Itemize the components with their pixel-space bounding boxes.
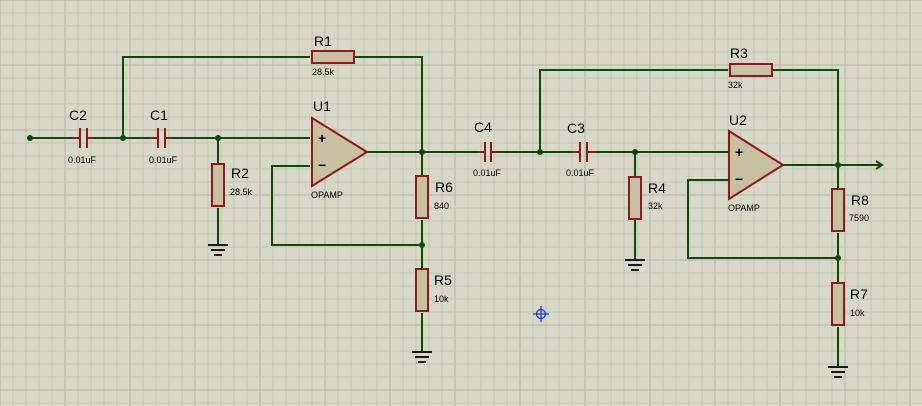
- capacitor-c2[interactable]: C2 0.01uF: [68, 107, 97, 165]
- resistor-r4[interactable]: R4 32k: [628, 176, 666, 220]
- r8-value: 7590: [849, 213, 869, 223]
- c3-value: 0.01uF: [566, 168, 595, 178]
- c1-ref: C1: [150, 107, 168, 123]
- resistor-r7[interactable]: R7 10k: [831, 282, 868, 326]
- resistor-r3[interactable]: R3 32k: [728, 45, 773, 90]
- r2-value: 28.5k: [230, 187, 253, 197]
- r4-ref: R4: [648, 180, 666, 196]
- r8-ref: R8: [851, 192, 869, 208]
- r1-ref: R1: [314, 33, 332, 49]
- resistor-r1[interactable]: R1 28.5k: [311, 33, 355, 77]
- capacitor-c3[interactable]: C3 0.01uF: [566, 120, 595, 178]
- r7-value: 10k: [850, 308, 865, 318]
- c2-ref: C2: [69, 107, 87, 123]
- opamp-u1[interactable]: + − U1 OPAMP: [311, 98, 369, 200]
- r7-ref: R7: [850, 286, 868, 302]
- u1-ref: U1: [313, 98, 331, 114]
- u1-type: OPAMP: [311, 190, 343, 200]
- r2-ref: R2: [231, 165, 249, 181]
- resistor-r5[interactable]: R5 10k: [415, 268, 452, 312]
- u1-plus-pin: +: [318, 130, 326, 146]
- c4-value: 0.01uF: [473, 168, 502, 178]
- crosshair-cursor-icon: [533, 306, 549, 322]
- r6-ref: R6: [435, 179, 453, 195]
- resistor-r8[interactable]: R8 7590: [831, 188, 869, 232]
- capacitor-c1[interactable]: C1 0.01uF: [149, 107, 178, 165]
- ground-icon: [828, 366, 848, 378]
- u1-minus-pin: −: [318, 157, 326, 173]
- ground-icon: [208, 244, 228, 256]
- u2-plus-pin: +: [735, 144, 743, 160]
- u2-type: OPAMP: [728, 203, 760, 213]
- r4-value: 32k: [648, 201, 663, 211]
- resistor-r2[interactable]: R2 28.5k: [211, 163, 253, 207]
- opamp-u2[interactable]: + − U2 OPAMP: [728, 112, 785, 213]
- u2-minus-pin: −: [735, 171, 743, 187]
- r3-value: 32k: [728, 80, 743, 90]
- resistor-r6[interactable]: R6 840: [415, 175, 453, 219]
- c1-value: 0.01uF: [149, 155, 178, 165]
- junction-dots: [27, 135, 884, 261]
- wires: [30, 56, 880, 367]
- ground-icon: [625, 259, 645, 271]
- r3-ref: R3: [730, 45, 748, 61]
- output-terminal-icon: [875, 160, 884, 170]
- u2-ref: U2: [729, 112, 747, 128]
- r5-value: 10k: [434, 294, 449, 304]
- c2-value: 0.01uF: [68, 155, 97, 165]
- r5-ref: R5: [434, 272, 452, 288]
- ground-icon: [412, 351, 432, 363]
- r1-value: 28.5k: [312, 67, 335, 77]
- capacitor-c4[interactable]: C4 0.01uF: [473, 119, 502, 178]
- c3-ref: C3: [567, 120, 585, 136]
- r6-value: 840: [434, 201, 449, 211]
- c4-ref: C4: [474, 119, 492, 135]
